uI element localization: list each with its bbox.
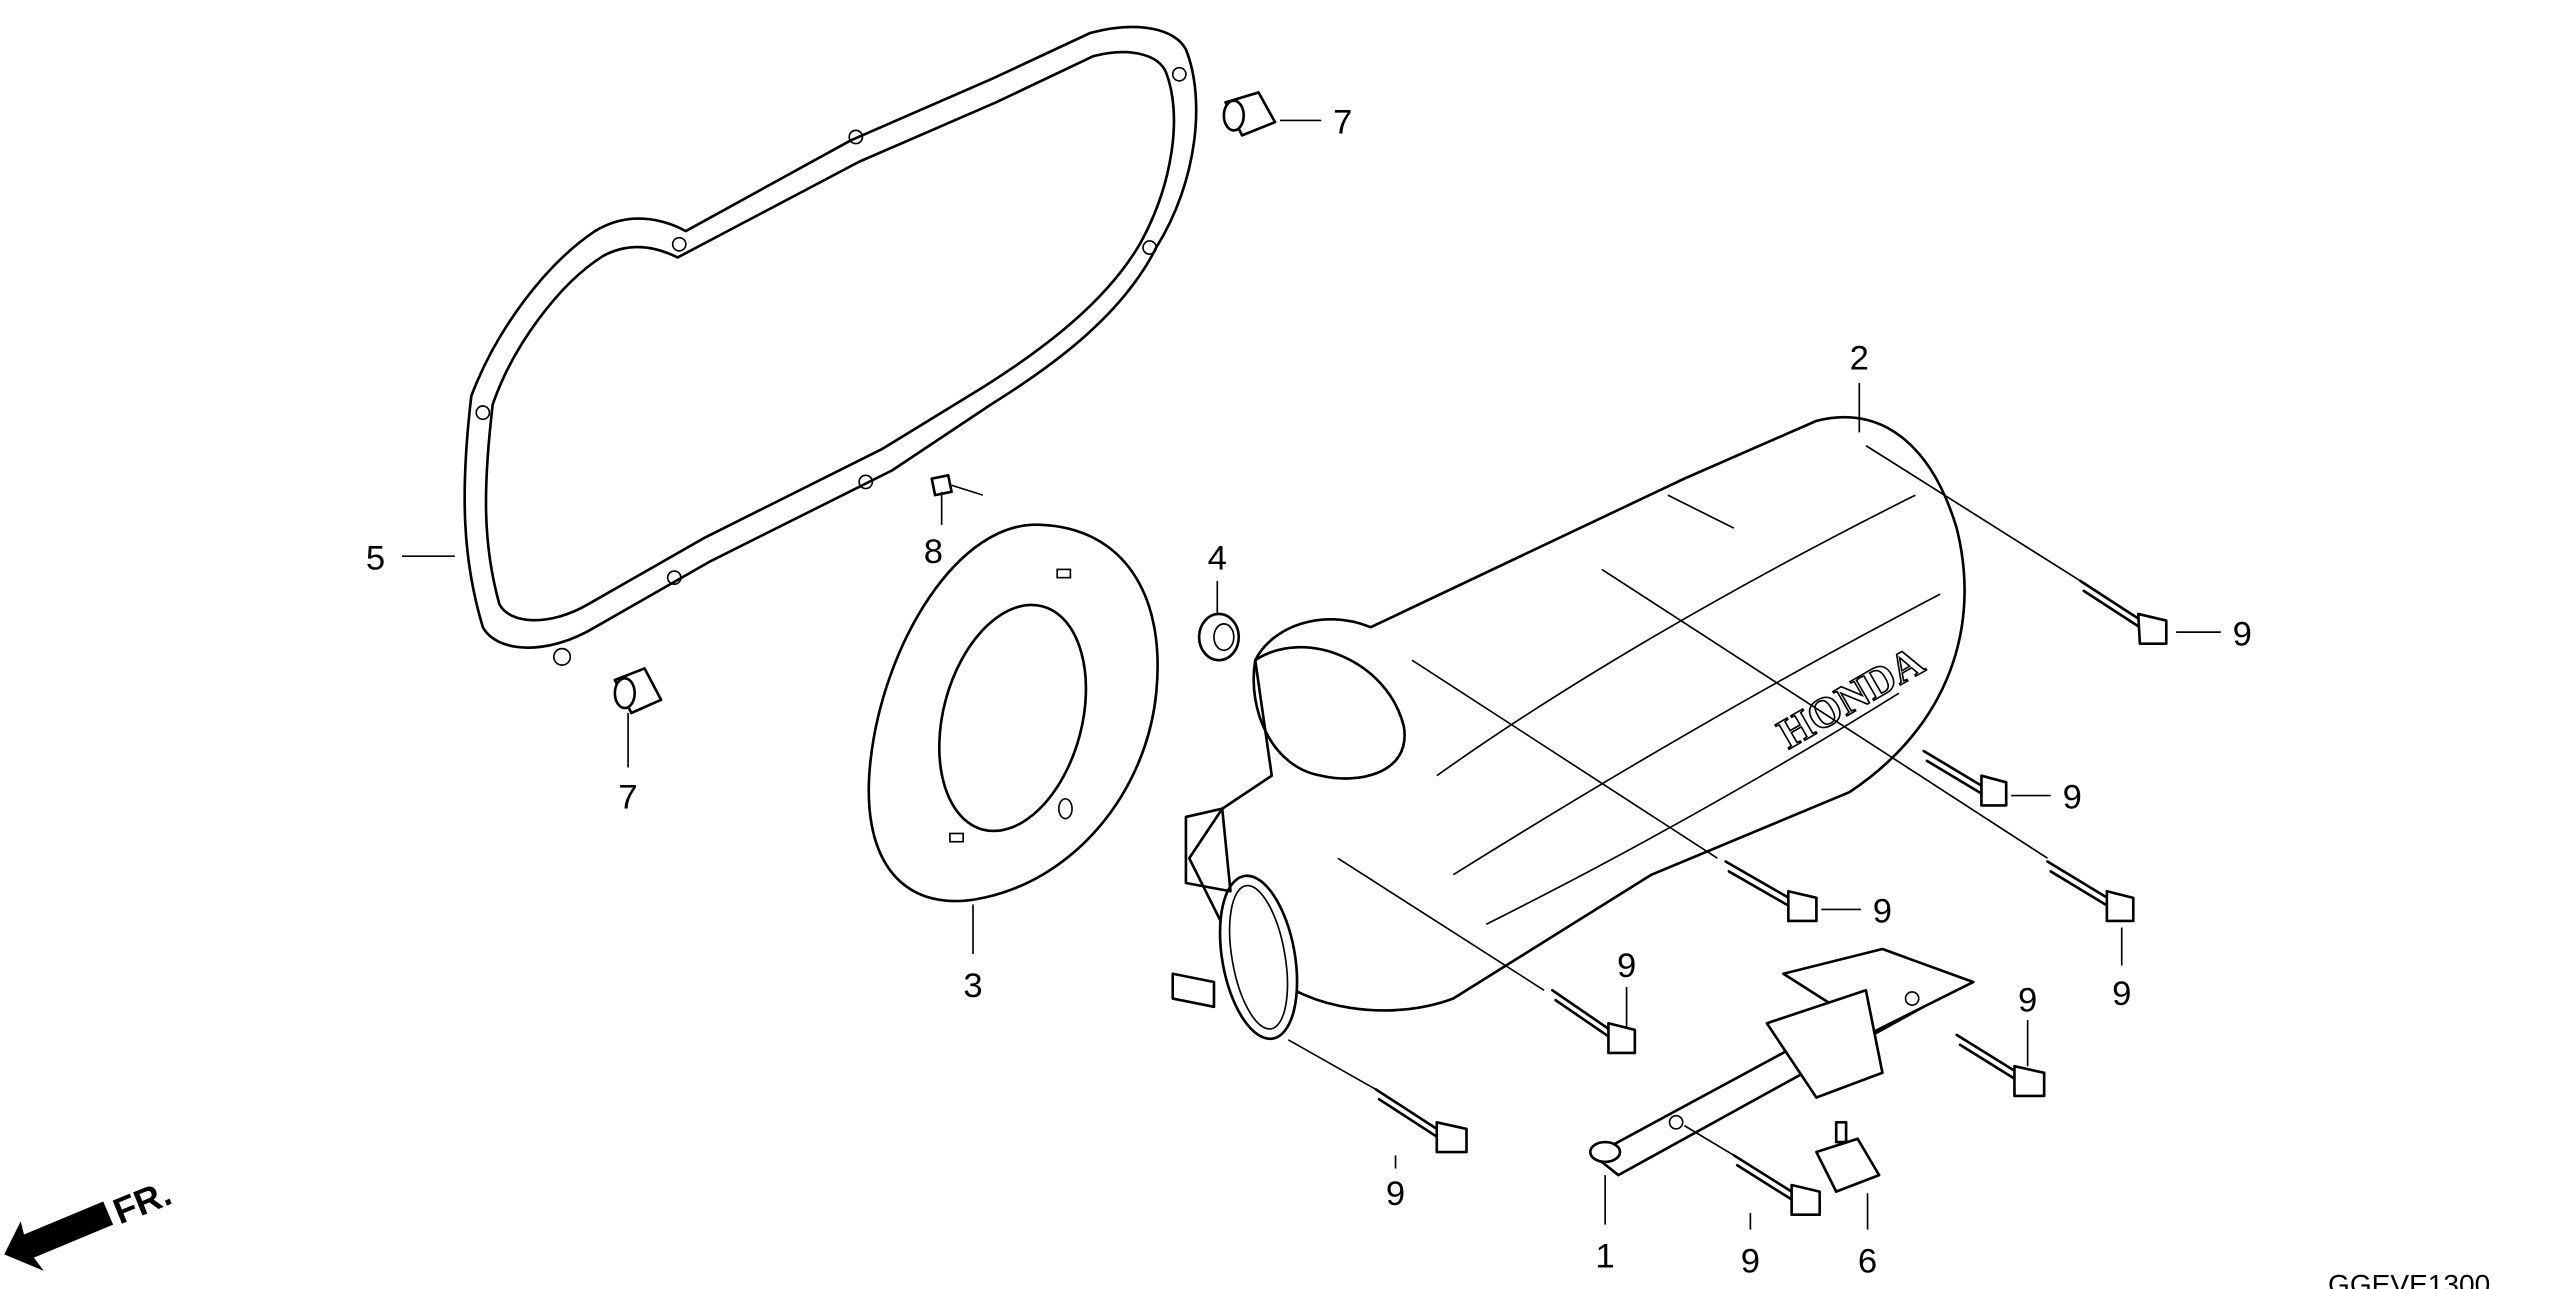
callout-9: 9	[1873, 893, 1892, 931]
callout-3: 3	[963, 967, 982, 1005]
callout-9: 9	[2063, 779, 2082, 817]
cover-part-2: HONDA	[1171, 415, 1966, 1041]
callout-6: 6	[1858, 1242, 1877, 1280]
gasket-part-5	[463, 25, 1198, 666]
callout-5: 5	[366, 539, 385, 577]
seal-part-4	[1197, 612, 1241, 662]
callout-9: 9	[2018, 982, 2037, 1020]
callout-7-bottom: 7	[618, 779, 637, 817]
callout-7-top: 7	[1333, 104, 1352, 142]
bolts-part-9	[1287, 444, 2168, 1217]
dowel-pin-part-7-top	[1222, 91, 1277, 137]
callout-1: 1	[1596, 1238, 1615, 1276]
bracket-part-1	[1588, 947, 1975, 1177]
callout-9: 9	[1386, 1175, 1405, 1213]
plate-part-3	[867, 523, 1159, 903]
front-direction-arrow-icon: FR.	[4, 1172, 177, 1271]
leader-lines	[401, 119, 2221, 1230]
dowel-pin-part-7-bottom	[613, 667, 663, 715]
callout-9: 9	[1741, 1242, 1760, 1280]
callout-2: 2	[1850, 340, 1869, 378]
callout-9: 9	[2112, 975, 2131, 1013]
diagram-code: GGEVE1300	[2328, 1269, 2490, 1289]
callout-9: 9	[1617, 947, 1636, 985]
callout-9: 9	[2233, 615, 2252, 653]
callout-8: 8	[924, 533, 943, 571]
callout-4: 4	[1208, 539, 1227, 577]
rubber-part-6	[1815, 1120, 1881, 1193]
screw-part-8	[930, 474, 984, 497]
front-direction-label: FR.	[107, 1172, 177, 1232]
